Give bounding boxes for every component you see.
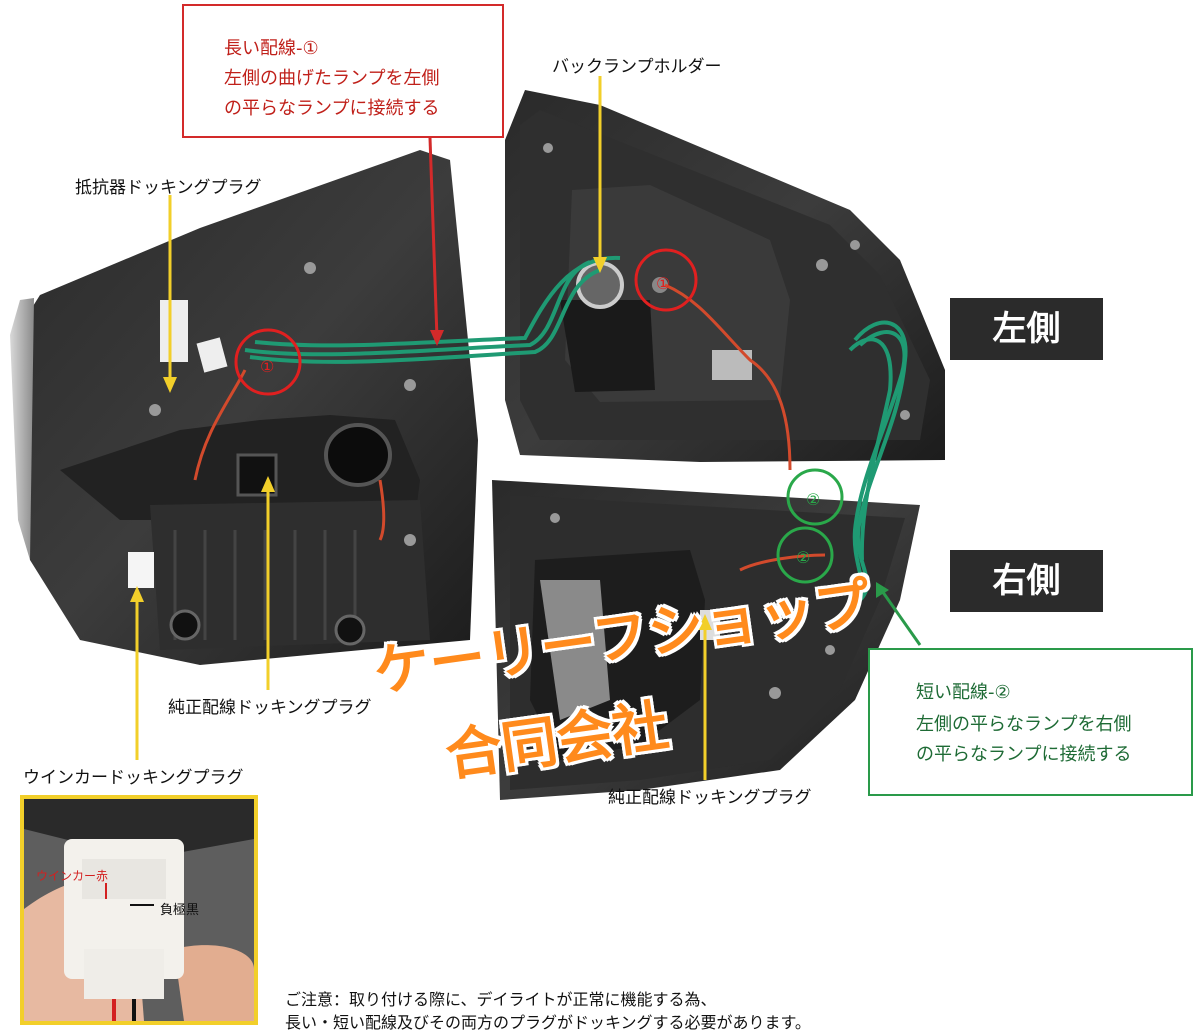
turn-signal-plug-inset: ウインカー赤 負極黒 (20, 795, 258, 1025)
inset-photo (24, 799, 254, 1021)
oem-plug-right-label: 純正配線ドッキングプラグ (608, 788, 812, 808)
long-wire-line2: の平らなランプに接続する (224, 98, 440, 119)
pointer-arrowheads (130, 257, 889, 630)
left-curved-lamp (10, 150, 478, 665)
inset-black-wire-label: 負極黒 (160, 903, 200, 918)
long-wire-line1: 左側の曲げたランプを左側 (224, 68, 440, 89)
inset-red-wire-label: ウインカー赤 (36, 869, 109, 883)
left-flat-lamp (505, 90, 945, 462)
long-wire-title: 長い配線-① (224, 38, 319, 59)
pointer-arrows (135, 76, 922, 780)
note-line2: 長い・短い配線及びその両方のプラグがドッキングする必要があります。 (285, 1013, 811, 1032)
note-line1: ご注意：取り付ける際に、デイライトが正常に機能する為、 (285, 990, 717, 1009)
short-wire-line1: 左側の平らなランプを右側 (916, 714, 1132, 735)
marker-2-lower: ② (796, 548, 810, 567)
red-wires (193, 283, 826, 572)
green-wire-harness (244, 255, 908, 607)
marker-circle-2 (776, 468, 844, 584)
turn-signal-plug-label: ウインカードッキングプラグ (23, 768, 244, 788)
long-wire-callout: 長い配線-① 左側の曲げたランプを左側 の平らなランプに接続する (182, 4, 504, 138)
marker-1-left: ① (260, 357, 274, 376)
left-side-badge: 左側 (950, 298, 1103, 360)
short-wire-title: 短い配線-② (916, 682, 1011, 703)
short-wire-line2: の平らなランプに接続する (916, 744, 1132, 765)
resistor-plug-label: 抵抗器ドッキングプラグ (75, 178, 262, 198)
marker-circle-1 (234, 248, 698, 396)
right-side-badge: 右側 (950, 550, 1103, 612)
oem-plug-left-label: 純正配線ドッキングプラグ (168, 698, 372, 718)
marker-2-upper: ② (806, 490, 820, 509)
marker-1-right: ① (656, 274, 670, 293)
short-wire-callout: 短い配線-② 左側の平らなランプを右側 の平らなランプに接続する (868, 648, 1193, 796)
backlamp-holder-label: バックランプホルダー (552, 57, 722, 77)
